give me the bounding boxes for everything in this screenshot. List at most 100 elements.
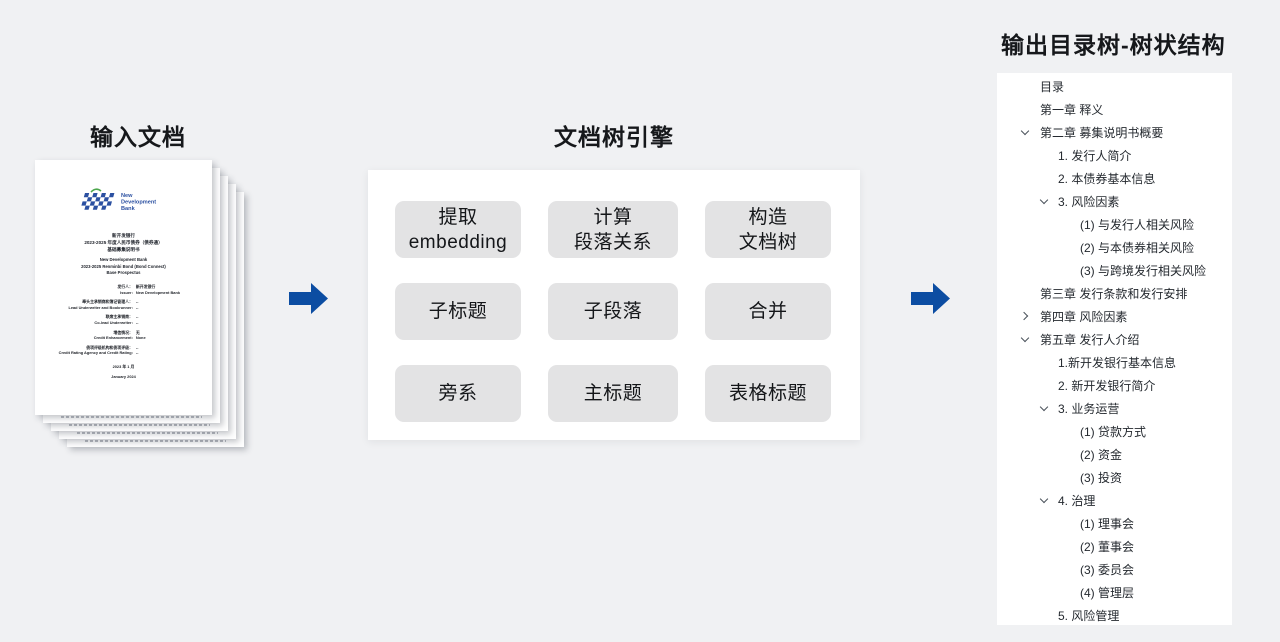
cover-field-row: Lead Underwriter and Bookrunner:-- (35, 305, 212, 311)
toc-tree-item[interactable]: (3) 投资 (997, 466, 1232, 489)
engine-step-box: 表格标题 (705, 365, 831, 422)
cover-field-row: 债项评级机构和债项评级：-- (35, 345, 212, 351)
toc-tree-item[interactable]: (1) 贷款方式 (997, 420, 1232, 443)
toc-tree-item[interactable]: 2. 本债券基本信息 (997, 167, 1232, 190)
chevron-down-icon[interactable] (1041, 497, 1048, 504)
cover-field-row: Credit Rating Agency and Credit Rating:-… (35, 350, 212, 356)
cover-field-label: Credit Enhancement: (93, 335, 133, 341)
document-stack: New Development Bank 新开发银行 2023-2025 年度人… (35, 160, 285, 460)
cover-field-row: 联席主承销商：-- (35, 314, 212, 320)
toc-tree-item[interactable]: 4. 治理 (997, 489, 1232, 512)
toc-tree-item[interactable]: 1.新开发银行基本信息 (997, 351, 1232, 374)
toc-tree-item[interactable]: (1) 理事会 (997, 512, 1232, 535)
toc-tree-item-label: 2. 新开发银行简介 (1058, 379, 1156, 393)
cover-field-row: Issuer:New Development Bank (35, 290, 212, 296)
engine-step-label: 构造 (748, 206, 788, 228)
toc-tree-item-label: 4. 治理 (1058, 494, 1096, 508)
toc-tree-item[interactable]: 第五章 发行人介绍 (997, 328, 1232, 351)
engine-step-label: 提取 (438, 206, 478, 228)
cover-field-row: 牵头主承销商和簿记管理人：-- (35, 299, 212, 305)
chevron-down-icon[interactable] (1022, 129, 1029, 136)
cover-field-label: 增信情况： (113, 329, 133, 335)
cover-field-label: 发行人： (117, 284, 133, 289)
cover-field-label: Co-lead Underwriter: (94, 319, 133, 325)
cover-date-en: January 2024 (111, 373, 136, 379)
cover-field-value: 无 (135, 329, 140, 335)
cover-field-value: -- (135, 344, 139, 350)
toc-tree-item-label: 2. 本债券基本信息 (1058, 172, 1156, 186)
input-section-title: 输入文档 (90, 124, 186, 150)
cover-cn-line: 基础募集说明书 (107, 247, 140, 252)
cover-field-label: 联席主承销商： (105, 314, 133, 320)
cover-field-value: -- (135, 299, 139, 305)
cover-cn-line: 新开发银行 (112, 233, 135, 238)
logo-text-development: Development (121, 200, 156, 206)
toc-tree-item[interactable]: 第一章 释义 (997, 98, 1232, 121)
engine-step-box: 合并 (705, 283, 831, 340)
toc-tree-item[interactable]: (2) 董事会 (997, 535, 1232, 558)
engine-step-box: 子段落 (548, 283, 678, 340)
toc-tree-item[interactable]: (1) 与发行人相关风险 (997, 213, 1232, 236)
toc-tree-item[interactable]: (2) 与本债券相关风险 (997, 236, 1232, 259)
toc-tree-item-label: 1. 发行人简介 (1058, 149, 1132, 163)
toc-tree-item[interactable]: 第二章 募集说明书概要 (997, 121, 1232, 144)
engine-step-label: embedding (408, 231, 508, 253)
toc-tree-item-label: (1) 贷款方式 (1080, 425, 1147, 439)
new-development-bank-logo-icon: New Development Bank (81, 188, 156, 212)
toc-tree-item[interactable]: 3. 风险因素 (997, 190, 1232, 213)
toc-tree-item-label: 5. 风险管理 (1058, 609, 1120, 623)
toc-tree-item[interactable]: (3) 与跨境发行相关风险 (997, 259, 1232, 282)
engine-step-label: 文档树 (738, 231, 798, 253)
toc-tree-item[interactable]: 目录 (997, 75, 1232, 98)
cover-field-value: None (135, 335, 146, 341)
engine-step-label: 主标题 (583, 383, 643, 404)
toc-tree-item[interactable]: (3) 委员会 (997, 558, 1232, 581)
toc-tree-item-label: 第一章 释义 (1040, 103, 1104, 117)
cover-field-row: 增信情况：无 (35, 330, 212, 336)
engine-step-box: 计算段落关系 (548, 201, 678, 258)
toc-tree-item[interactable]: 第四章 风险因素 (997, 305, 1232, 328)
toc-tree-item[interactable]: (2) 资金 (997, 443, 1232, 466)
cover-field-label: 债项评级机构和债项评级： (86, 344, 133, 350)
toc-tree-item[interactable]: 5. 风险管理 (997, 604, 1232, 625)
cover-date: 2023 年 1 月 January 2024 (35, 360, 212, 379)
cover-field-value: -- (135, 314, 139, 320)
chevron-down-icon[interactable] (1041, 405, 1048, 412)
engine-panel: 提取 embedding 计算段落关系 构造文档树子标题 子段落 合并旁系 主标题 表格标题 (368, 170, 860, 440)
toc-tree-item[interactable]: (4) 管理层 (997, 581, 1232, 604)
toc-tree-item[interactable]: 1. 发行人简介 (997, 144, 1232, 167)
toc-tree-item[interactable]: 3. 业务运营 (997, 397, 1232, 420)
engine-step-label: 子段落 (583, 301, 643, 322)
page-footer-text-line (85, 439, 226, 442)
engine-section-title: 文档树引擎 (554, 124, 674, 150)
logo-text-new: New (121, 193, 133, 199)
toc-tree-item-label: 1.新开发银行基本信息 (1058, 356, 1177, 370)
logo-text-bank: Bank (121, 206, 136, 212)
chevron-right-icon[interactable] (1022, 313, 1029, 320)
toc-tree-item-label: 3. 风险因素 (1058, 195, 1120, 209)
engine-step-label: 合并 (748, 301, 788, 322)
toc-tree-item-label: (3) 投资 (1080, 471, 1123, 485)
cover-cn-title: 新开发银行 2023-2025 年度人民币债券（债券通） 基础募集说明书 (35, 232, 212, 253)
engine-step-label: 旁系 (438, 383, 478, 404)
flow-arrow-icon (911, 283, 950, 314)
chevron-down-icon[interactable] (1041, 198, 1048, 205)
output-section-title: 输出目录树-树状结构 (1001, 32, 1226, 58)
cover-field-value: -- (135, 350, 139, 356)
cover-field-value: New Development Bank (135, 289, 180, 295)
page-footer-text-line (61, 415, 202, 418)
cover-en-line: 2023-2025 Renminbi Bond (Bond Connect) (81, 263, 166, 269)
chevron-down-icon[interactable] (1022, 336, 1029, 343)
cover-field-label: Lead Underwriter and Bookrunner: (68, 304, 133, 310)
toc-tree-item-label: (2) 与本债券相关风险 (1080, 241, 1195, 255)
cover-en-title: New Development Bank 2023-2025 Renminbi … (35, 257, 212, 277)
toc-tree-item-label: 3. 业务运营 (1058, 402, 1120, 416)
engine-step-label: 子标题 (428, 301, 488, 322)
toc-tree-item[interactable]: 2. 新开发银行简介 (997, 374, 1232, 397)
flow-arrow-icon (289, 283, 328, 314)
engine-step-label: 段落关系 (573, 231, 652, 253)
toc-tree-item[interactable]: 第三章 发行条款和发行安排 (997, 282, 1232, 305)
toc-tree-item-label: 第三章 发行条款和发行安排 (1040, 287, 1188, 301)
